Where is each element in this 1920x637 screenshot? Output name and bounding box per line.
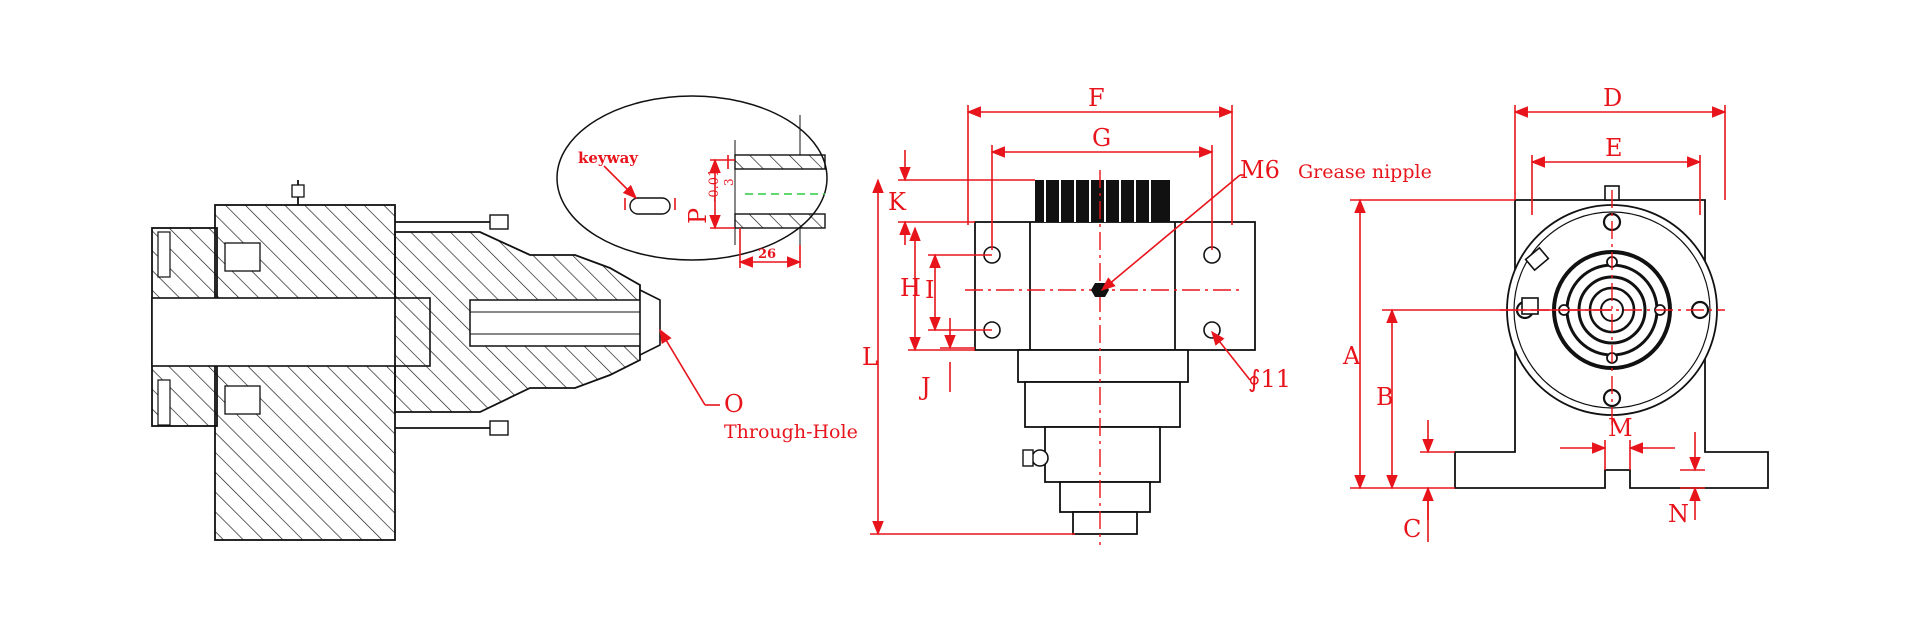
dim-3: 3 <box>722 178 736 186</box>
front-view: F G K L H I J M6 Grease nipple <box>862 84 1432 545</box>
dim-g: G <box>1092 124 1111 152</box>
dim-b: B <box>1376 383 1394 411</box>
dim-a: A <box>1342 342 1361 370</box>
label-o: O <box>724 390 744 418</box>
side-view: D E A B C M N <box>1342 84 1769 543</box>
dim-i: I <box>925 276 934 304</box>
dim-h: H <box>900 274 921 302</box>
label-through-hole: Through-Hole <box>724 421 858 443</box>
grease-nipple-label: Grease nipple <box>1298 161 1432 183</box>
section-view: O Through-Hole <box>151 180 858 541</box>
p-label: P <box>684 208 712 224</box>
hole-dia-label: ∮11 <box>1248 365 1291 393</box>
p-tolerance: -0.01 <box>707 169 722 202</box>
dim-e: E <box>1605 134 1623 162</box>
dim-m: M <box>1608 414 1633 442</box>
keyway-detail: keyway P -0.01 3 26 <box>556 95 828 268</box>
gear-teeth <box>1044 180 1151 222</box>
dim-26: 26 <box>758 247 776 262</box>
dim-k: K <box>888 188 907 216</box>
dim-j: J <box>918 373 931 401</box>
keyway-label: keyway <box>578 149 639 167</box>
dim-c: C <box>1403 515 1421 543</box>
m6-label: M6 <box>1240 156 1280 184</box>
dim-d: D <box>1603 84 1622 112</box>
dim-l: L <box>862 343 878 371</box>
dim-f: F <box>1088 84 1105 112</box>
dim-n: N <box>1668 500 1689 528</box>
